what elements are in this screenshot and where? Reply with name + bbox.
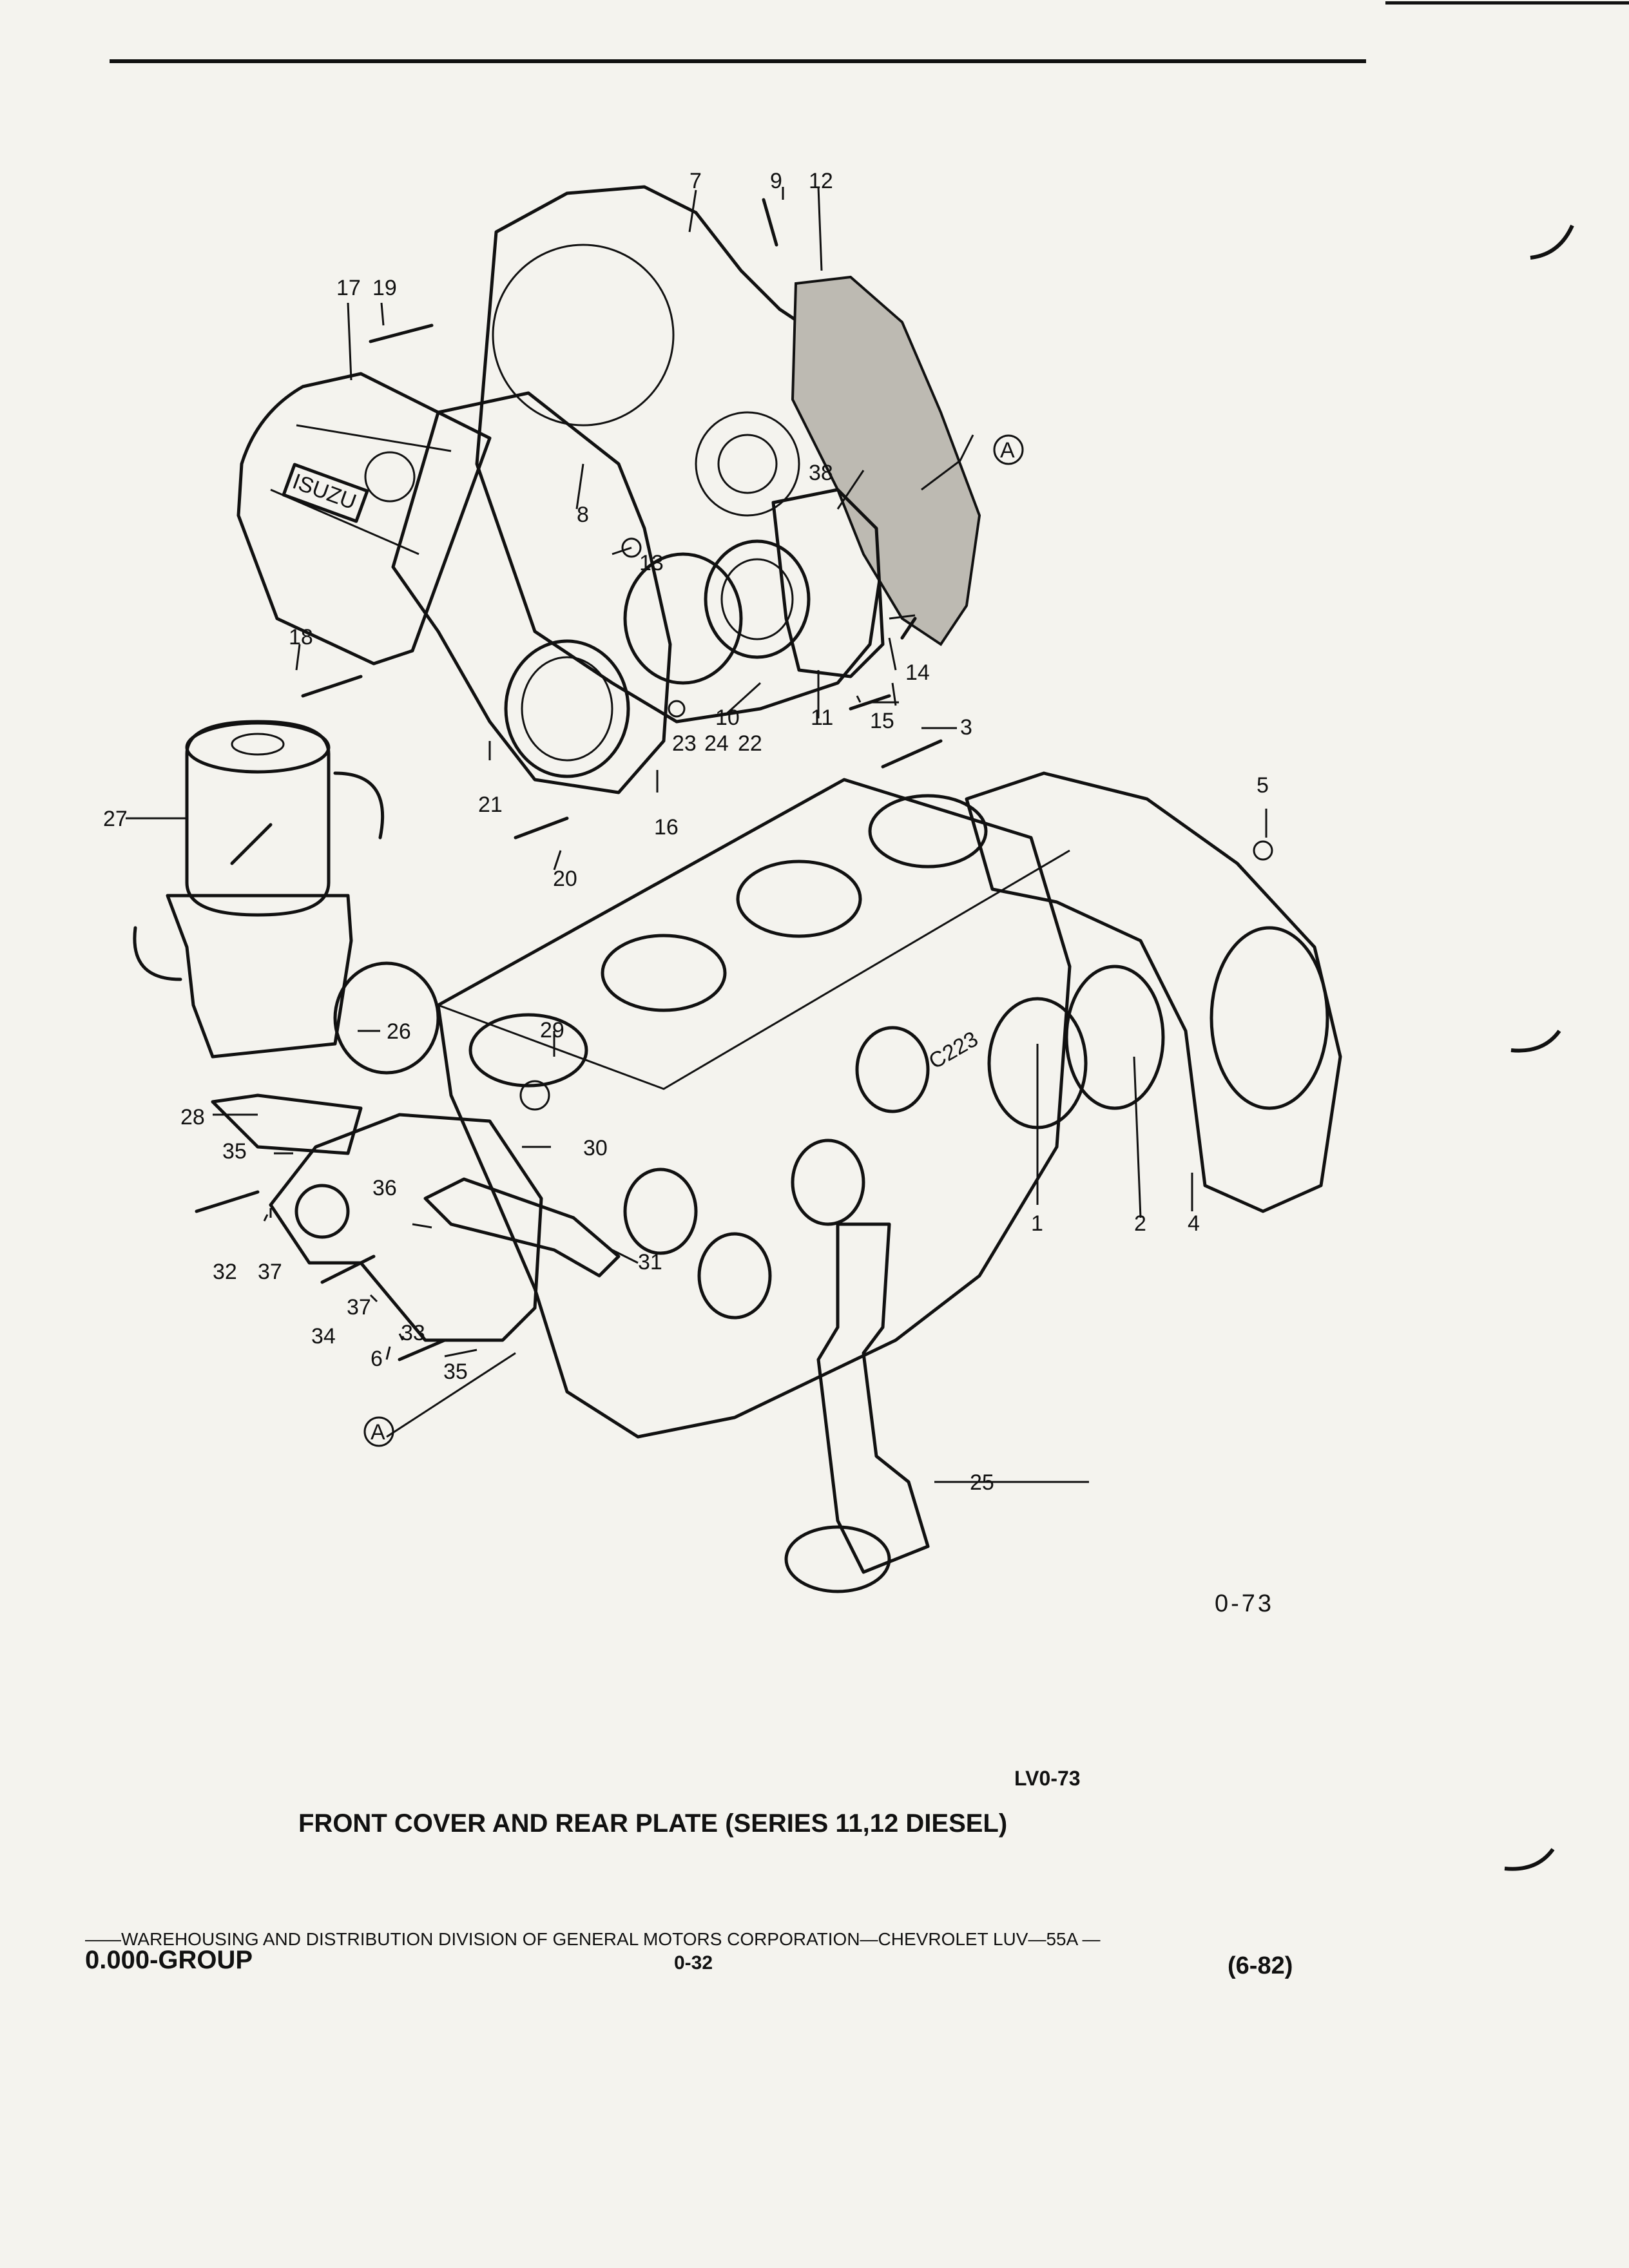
callout-24: 24 xyxy=(704,731,729,756)
callout-3: 3 xyxy=(960,715,972,740)
callout-30: 30 xyxy=(583,1136,608,1160)
callout-8: 8 xyxy=(577,503,589,527)
footer-division-line: ——WAREHOUSING AND DISTRIBUTION DIVISION … xyxy=(85,1929,1101,1949)
callout-37-lower: 37 xyxy=(347,1295,371,1320)
section-marker-a-bottom: A xyxy=(363,1416,394,1447)
footer-group: 0.000-GROUP xyxy=(85,1946,253,1974)
binder-hole-mark-bottom xyxy=(1504,1848,1555,1871)
callout-38: 38 xyxy=(809,461,833,485)
callout-22: 22 xyxy=(738,731,762,756)
header-rule xyxy=(110,59,1366,63)
callout-17: 17 xyxy=(336,276,361,300)
section-marker-a-top: A xyxy=(993,434,1024,465)
callout-34: 34 xyxy=(311,1324,336,1349)
callout-7: 7 xyxy=(689,169,702,193)
oil-pump-housing xyxy=(771,488,885,678)
figure-code: 0-73 xyxy=(1215,1590,1275,1617)
callout-36: 36 xyxy=(372,1176,397,1200)
leader-lines xyxy=(126,186,1268,1483)
oil-filter xyxy=(133,720,385,1059)
callout-26: 26 xyxy=(387,1019,411,1044)
callout-18: 18 xyxy=(289,625,313,649)
figure-caption: FRONT COVER AND REAR PLATE (SERIES 11,12… xyxy=(298,1809,1008,1838)
oil-pump-assembly xyxy=(784,1222,930,1593)
callout-13: 13 xyxy=(639,551,664,575)
callout-15: 15 xyxy=(870,709,894,733)
callout-25: 25 xyxy=(970,1470,994,1495)
callout-23: 23 xyxy=(672,731,697,756)
front-cover-plate xyxy=(391,391,672,794)
binder-hole-mark-middle xyxy=(1510,1030,1561,1053)
callout-5: 5 xyxy=(1257,773,1269,798)
callout-35: 35 xyxy=(222,1139,247,1164)
footer-page-number: 0-32 xyxy=(674,1952,713,1974)
rear-plate-opening xyxy=(1210,926,1329,1110)
rear-seal-retainer xyxy=(1065,965,1165,1110)
isuzu-logo-plate xyxy=(282,463,369,523)
callout-10: 10 xyxy=(715,706,740,730)
cylinder-block: C223 xyxy=(436,778,1072,1439)
callout-2: 2 xyxy=(1134,1211,1146,1236)
callout-4: 4 xyxy=(1188,1211,1200,1236)
callout-35-lower: 35 xyxy=(443,1360,468,1384)
callout-19: 19 xyxy=(372,276,397,300)
binder-hole-mark-top xyxy=(1530,224,1574,260)
svg-text:A: A xyxy=(371,1420,385,1445)
callout-27: 27 xyxy=(103,807,128,831)
block-casting-mark: C223 xyxy=(925,1026,982,1074)
adjusting-plate xyxy=(423,1177,621,1278)
callout-33: 33 xyxy=(401,1321,425,1345)
front-plate-gasket xyxy=(791,275,981,646)
callout-6: 6 xyxy=(371,1347,383,1371)
rear-plate xyxy=(965,771,1342,1213)
callout-12: 12 xyxy=(809,169,833,193)
callout-28: 28 xyxy=(180,1105,205,1129)
callout-32: 32 xyxy=(213,1260,237,1284)
svg-text:A: A xyxy=(1000,438,1015,463)
callout-14: 14 xyxy=(905,660,930,685)
callout-21: 21 xyxy=(478,793,503,817)
callout-9: 9 xyxy=(770,169,782,193)
header-rule-right xyxy=(1385,1,1629,5)
callout-20: 20 xyxy=(553,867,577,891)
callout-29: 29 xyxy=(540,1018,564,1043)
timing-cover: ISUZU xyxy=(236,372,492,666)
footer-revision-date: (6-82) xyxy=(1228,1952,1293,1979)
callout-16: 16 xyxy=(654,815,679,840)
callout-11: 11 xyxy=(811,706,833,730)
callout-37: 37 xyxy=(258,1260,282,1284)
figure-reference: LV0-73 xyxy=(1014,1767,1081,1790)
water-pump xyxy=(211,961,543,1342)
callout-labels: 1 2 3 4 5 6 7 8 9 10 11 12 13 14 15 16 1… xyxy=(103,169,1269,1495)
callout-1: 1 xyxy=(1031,1211,1043,1236)
front-oil-seal xyxy=(623,539,811,685)
callout-31: 31 xyxy=(638,1250,662,1274)
